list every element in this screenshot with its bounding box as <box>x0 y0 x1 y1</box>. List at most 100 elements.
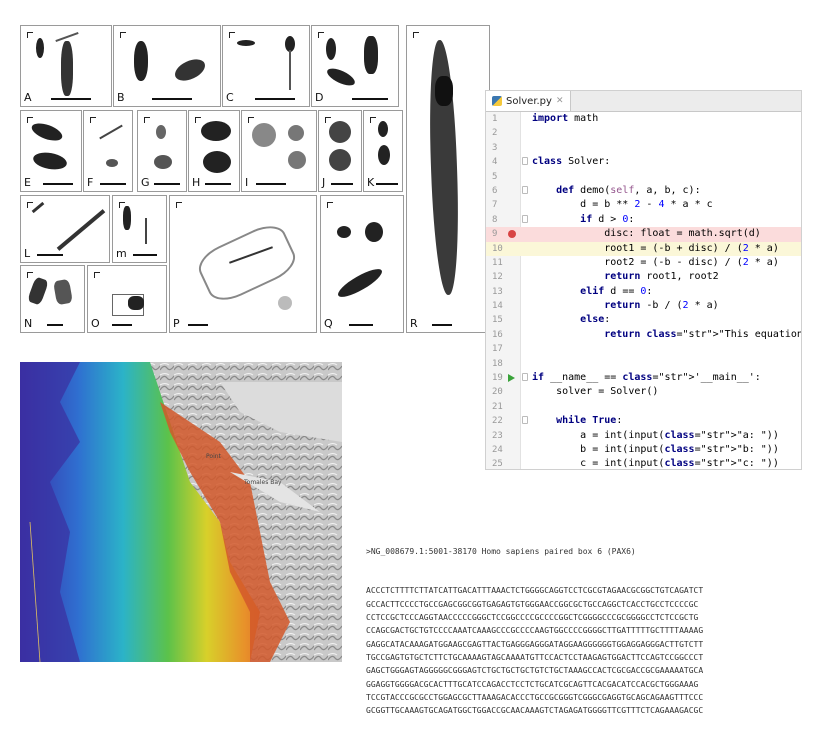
code-line[interactable]: 8 if d > 0: <box>486 213 801 227</box>
line-number: 16 <box>492 329 503 340</box>
code-line[interactable]: 7 d = b ** 2 - 4 * a * c <box>486 198 801 212</box>
panel-label: B <box>117 91 125 104</box>
panel-k: K <box>363 110 403 192</box>
code-line[interactable]: 13 elif d == 0: <box>486 285 801 299</box>
breakpoint-icon[interactable] <box>508 230 516 239</box>
line-number: 15 <box>492 315 503 326</box>
code-line[interactable]: 19 if __name__ == class="str">'__main__': <box>486 371 801 385</box>
line-number: 19 <box>492 373 503 384</box>
code-line[interactable]: 17 <box>486 342 801 356</box>
fold-icon[interactable] <box>522 157 528 166</box>
sequence-line: CCTCCGCTCCCAGGTAACCCCCGGGCTCCGGCCCCGCCCC… <box>366 613 699 623</box>
line-number: 12 <box>492 272 503 283</box>
panel-g: G <box>137 110 187 192</box>
dna-sequence: >NG_008679.1:5001-38170 Homo sapiens pai… <box>366 518 806 731</box>
line-code: c = int(input(class="str">"c: ")) <box>532 458 779 470</box>
line-code: return root1, root2 <box>604 271 719 283</box>
line-number: 18 <box>492 358 503 369</box>
run-icon[interactable] <box>508 374 515 383</box>
panel-q: Q <box>320 195 404 333</box>
line-code: solver = Solver() <box>532 386 659 398</box>
code-line[interactable]: 16 return class="str">"This equation has… <box>486 328 801 342</box>
plankton-figure: A B C D R E <box>20 25 490 335</box>
line-code: class Solver: <box>532 156 611 168</box>
line-number: 9 <box>492 229 498 240</box>
panel-label: O <box>91 317 100 330</box>
panel-label: A <box>24 91 32 104</box>
code-line[interactable]: 15 else: <box>486 313 801 327</box>
line-number: 6 <box>492 185 498 196</box>
sequence-line: ACCCTCTTTTCTTATCATTGACATTTAAACTCTGGGGCAG… <box>366 586 704 596</box>
panel-label: R <box>410 317 418 330</box>
code-line[interactable]: 3 <box>486 141 801 155</box>
code-line[interactable]: 22 while True: <box>486 414 801 428</box>
line-code: return -b / (2 * a) <box>604 300 719 312</box>
panel-label: P <box>173 317 180 330</box>
code-line[interactable]: 24 b = int(input(class="str">"b: ")) <box>486 443 801 457</box>
fold-icon[interactable] <box>522 185 528 194</box>
line-code: def demo(self, a, b, c): <box>556 184 701 196</box>
line-number: 1 <box>492 114 498 124</box>
panel-label: H <box>192 176 201 189</box>
line-code: if d > 0: <box>580 213 635 225</box>
fold-icon[interactable] <box>522 214 528 223</box>
code-line[interactable]: 25 c = int(input(class="str">"c: ")) <box>486 457 801 470</box>
sequence-line: CCAGCGACTGCTGTCCCCAAATCAAAGCCCGCCCCAAGTG… <box>366 626 704 636</box>
code-line[interactable]: 4 class Solver: <box>486 155 801 169</box>
panel-label: L <box>24 247 31 260</box>
close-icon[interactable]: ✕ <box>555 96 564 106</box>
line-number: 10 <box>492 243 503 254</box>
line-code: b = int(input(class="str">"b: ")) <box>532 443 779 455</box>
panel-label: K <box>367 176 375 189</box>
line-code: return class="str">"This equation has no… <box>604 328 802 340</box>
sequence-lines: ACCCTCTTTTCTTATCATTGACATTTAAACTCTGGGGCAG… <box>366 584 806 717</box>
code-line[interactable]: 5 <box>486 170 801 184</box>
panel-label: D <box>315 91 324 104</box>
panel-i: I <box>241 110 317 192</box>
sequence-line: GAGGCATACAAAGATGGAAGCGAGTTACTGAGGGAGGGAT… <box>366 639 704 649</box>
line-code: if __name__ == class="str">'__main__': <box>532 372 761 384</box>
map-label-bay: Tomales Bay <box>243 479 282 486</box>
code-line[interactable]: 9 disc: float = math.sqrt(d) <box>486 227 801 242</box>
line-gutter[interactable] <box>486 112 521 469</box>
tab-solver-py[interactable]: Solver.py ✕ <box>486 91 571 111</box>
code-line[interactable]: 18 <box>486 357 801 371</box>
panel-h: H <box>188 110 240 192</box>
line-number: 22 <box>492 416 503 427</box>
code-line[interactable]: 21 <box>486 400 801 414</box>
code-line[interactable]: 2 <box>486 126 801 140</box>
map-image: Point Tomales Bay <box>20 362 342 662</box>
panel-m: m <box>112 195 167 263</box>
code-line[interactable]: 20 solver = Solver() <box>486 385 801 399</box>
line-number: 7 <box>492 200 498 211</box>
line-code: import math <box>532 113 599 124</box>
code-line[interactable]: 23 a = int(input(class="str">"a: ")) <box>486 429 801 443</box>
code-line[interactable]: 11 root2 = (-b - disc) / (2 * a) <box>486 256 801 270</box>
line-code: a = int(input(class="str">"a: ")) <box>532 429 779 441</box>
tab-label: Solver.py <box>506 95 552 107</box>
code-line[interactable]: 14 return -b / (2 * a) <box>486 299 801 313</box>
panel-e: E <box>20 110 82 192</box>
line-number: 4 <box>492 157 498 168</box>
code-line[interactable]: 6 def demo(self, a, b, c): <box>486 184 801 198</box>
code-line[interactable]: 10 root1 = (-b + disc) / (2 * a) <box>486 241 801 256</box>
panel-label: J <box>322 176 326 189</box>
line-code: root2 = (-b - disc) / (2 * a) <box>532 256 779 268</box>
code-line[interactable]: 12 return root1, root2 <box>486 270 801 284</box>
panel-r: R <box>406 25 490 333</box>
line-number: 20 <box>492 387 503 398</box>
line-code: root1 = (-b + disc) / (2 * a) <box>532 242 779 254</box>
panel-label: G <box>141 176 150 189</box>
fold-icon[interactable] <box>522 373 528 382</box>
line-number: 17 <box>492 344 503 355</box>
line-number: 5 <box>492 171 498 182</box>
line-code: d = b ** 2 - 4 * a * c <box>532 199 713 211</box>
panel-p: P <box>169 195 317 333</box>
line-number: 21 <box>492 401 503 412</box>
line-number: 8 <box>492 214 498 225</box>
fold-icon[interactable] <box>522 416 528 425</box>
code-line[interactable]: 1 import math <box>486 112 801 126</box>
panel-label: Q <box>324 317 333 330</box>
